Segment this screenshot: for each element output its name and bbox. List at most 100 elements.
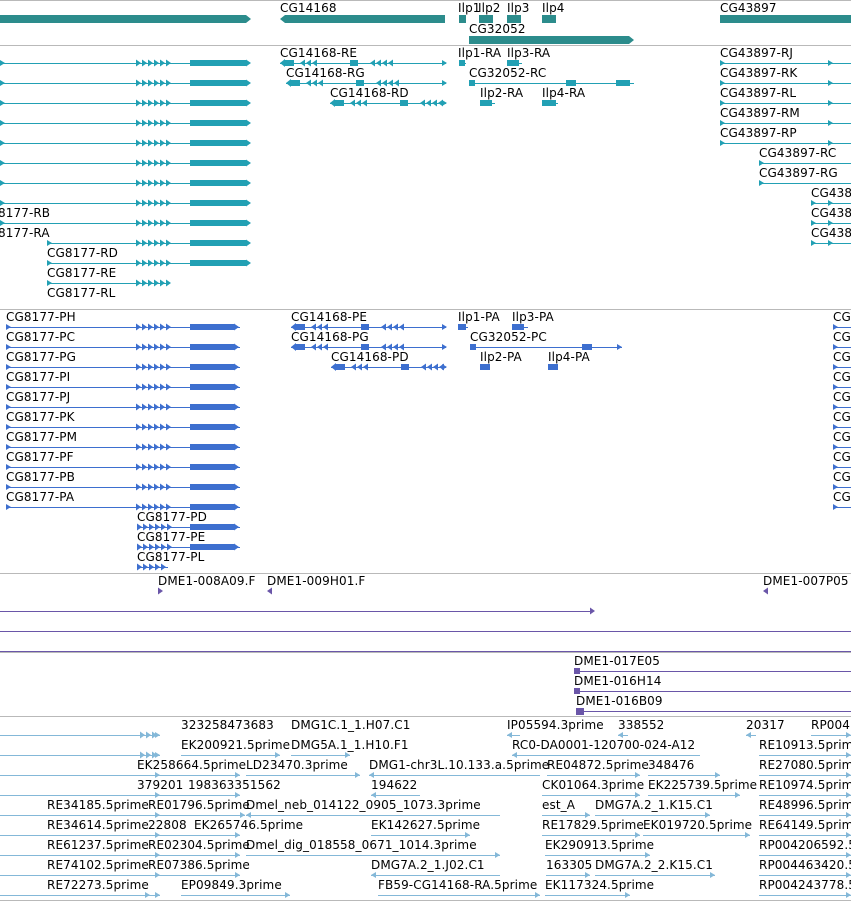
strand-arrow[interactable] xyxy=(155,563,160,571)
strand-arrow[interactable] xyxy=(833,504,838,510)
strand-arrow[interactable] xyxy=(140,731,145,739)
strand-arrow[interactable] xyxy=(846,752,851,758)
strand-arrow[interactable] xyxy=(154,343,159,351)
strand-arrow[interactable] xyxy=(136,259,141,267)
strand-arrow[interactable] xyxy=(154,423,159,431)
strand-arrow[interactable] xyxy=(166,199,171,207)
transcript-label[interactable]: Ilp2-RA xyxy=(480,86,524,100)
strand-arrow[interactable] xyxy=(142,239,147,247)
strand-arrow[interactable] xyxy=(618,732,623,738)
protein-label[interactable]: CG8177-PC xyxy=(6,330,76,344)
strand-arrow[interactable] xyxy=(154,99,159,107)
clone-glyph[interactable] xyxy=(576,708,584,715)
strand-arrow[interactable] xyxy=(507,732,512,738)
strand-arrow[interactable] xyxy=(136,199,141,207)
strand-arrow[interactable] xyxy=(142,259,147,267)
strand-arrow[interactable] xyxy=(433,363,438,371)
strand-arrow[interactable] xyxy=(759,180,764,186)
protein-label[interactable]: CG xyxy=(833,350,851,364)
strand-arrow[interactable] xyxy=(811,200,816,206)
strand-arrow[interactable] xyxy=(160,503,165,511)
transcript-label[interactable]: CG8177-RD xyxy=(47,246,119,260)
strand-arrow[interactable] xyxy=(6,484,11,490)
strand-arrow[interactable] xyxy=(438,99,443,107)
strand-arrow[interactable] xyxy=(136,343,141,351)
strand-arrow[interactable] xyxy=(160,99,165,107)
strand-arrow[interactable] xyxy=(635,792,640,798)
gene-glyph[interactable] xyxy=(0,15,246,23)
protein-label[interactable]: CG8177-PK xyxy=(6,410,75,424)
strand-arrow[interactable] xyxy=(166,503,171,511)
strand-arrow[interactable] xyxy=(155,892,160,898)
clone-label[interactable]: DME1-009H01.F xyxy=(267,574,366,588)
strand-arrow[interactable] xyxy=(590,607,595,615)
strand-arrow[interactable] xyxy=(828,80,833,86)
strand-arrow[interactable] xyxy=(323,323,328,331)
feature-exon[interactable] xyxy=(190,60,246,66)
strand-arrow[interactable] xyxy=(625,892,630,898)
strand-arrow[interactable] xyxy=(154,179,159,187)
strand-arrow[interactable] xyxy=(388,59,393,67)
transcript-label[interactable]: CG8177-RE xyxy=(47,266,117,280)
strand-arrow[interactable] xyxy=(136,423,141,431)
strand-arrow[interactable] xyxy=(148,423,153,431)
strand-arrow[interactable] xyxy=(715,772,720,778)
est-label[interactable]: RP004463420.5 xyxy=(759,858,851,872)
strand-arrow[interactable] xyxy=(142,443,147,451)
feature-exon[interactable] xyxy=(335,364,345,370)
strand-arrow[interactable] xyxy=(234,403,239,411)
feature-exon[interactable] xyxy=(459,60,465,66)
strand-arrow[interactable] xyxy=(720,100,725,106)
feature-exon[interactable] xyxy=(512,324,524,330)
strand-arrow[interactable] xyxy=(149,543,154,551)
transcript-label[interactable]: CG43897-RK xyxy=(720,66,798,80)
strand-arrow[interactable] xyxy=(6,504,11,510)
strand-arrow[interactable] xyxy=(846,832,851,838)
strand-arrow[interactable] xyxy=(136,59,141,67)
strand-arrow[interactable] xyxy=(833,404,838,410)
strand-arrow[interactable] xyxy=(285,892,290,898)
strand-arrow[interactable] xyxy=(160,239,165,247)
protein-label[interactable]: CG8177-PA xyxy=(6,490,75,504)
strand-arrow[interactable] xyxy=(142,463,147,471)
transcript-label[interactable]: CG43897-RP xyxy=(720,126,797,140)
clone-glyph[interactable] xyxy=(574,668,580,674)
strand-arrow[interactable] xyxy=(136,483,141,491)
est-label[interactable]: RE02304.5prime xyxy=(148,838,250,852)
est-label[interactable]: DMG7A.2_1.K15.C1 xyxy=(595,798,713,812)
est-label[interactable]: RE61237.5prime xyxy=(47,838,149,852)
strand-arrow[interactable] xyxy=(0,140,5,146)
strand-arrow[interactable] xyxy=(154,119,159,127)
strand-arrow[interactable] xyxy=(166,403,171,411)
strand-arrow[interactable] xyxy=(362,99,367,107)
strand-arrow[interactable] xyxy=(317,323,322,331)
strand-arrow[interactable] xyxy=(828,140,833,146)
strand-arrow[interactable] xyxy=(0,120,5,126)
est-label[interactable]: RE74102.5prime xyxy=(47,858,149,872)
est-label[interactable]: RE48996.5prime xyxy=(759,798,851,812)
strand-arrow[interactable] xyxy=(828,240,833,246)
strand-arrow[interactable] xyxy=(235,852,240,858)
strand-arrow[interactable] xyxy=(246,79,251,87)
clone-glyph[interactable] xyxy=(267,587,272,595)
strand-arrow[interactable] xyxy=(6,344,11,350)
strand-arrow[interactable] xyxy=(811,220,816,226)
strand-arrow[interactable] xyxy=(160,179,165,187)
strand-arrow[interactable] xyxy=(635,832,640,838)
strand-arrow[interactable] xyxy=(345,752,350,758)
feature-exon[interactable] xyxy=(190,404,234,410)
strand-arrow[interactable] xyxy=(234,423,239,431)
feature-exon[interactable] xyxy=(190,180,246,186)
est-label[interactable]: DMG1-chr3L.10.133.a.5prime xyxy=(369,758,550,772)
strand-arrow[interactable] xyxy=(142,79,147,87)
gene-glyph[interactable] xyxy=(720,15,851,23)
protein-label[interactable]: CG8177-PH xyxy=(6,310,76,324)
strand-arrow[interactable] xyxy=(154,463,159,471)
feature-exon[interactable] xyxy=(190,504,234,510)
strand-arrow[interactable] xyxy=(136,79,141,87)
feature-exon[interactable] xyxy=(542,100,556,106)
strand-arrow[interactable] xyxy=(617,344,622,350)
feature-exon[interactable] xyxy=(356,80,364,86)
gene-glyph[interactable] xyxy=(542,15,556,23)
strand-arrow[interactable] xyxy=(154,383,159,391)
